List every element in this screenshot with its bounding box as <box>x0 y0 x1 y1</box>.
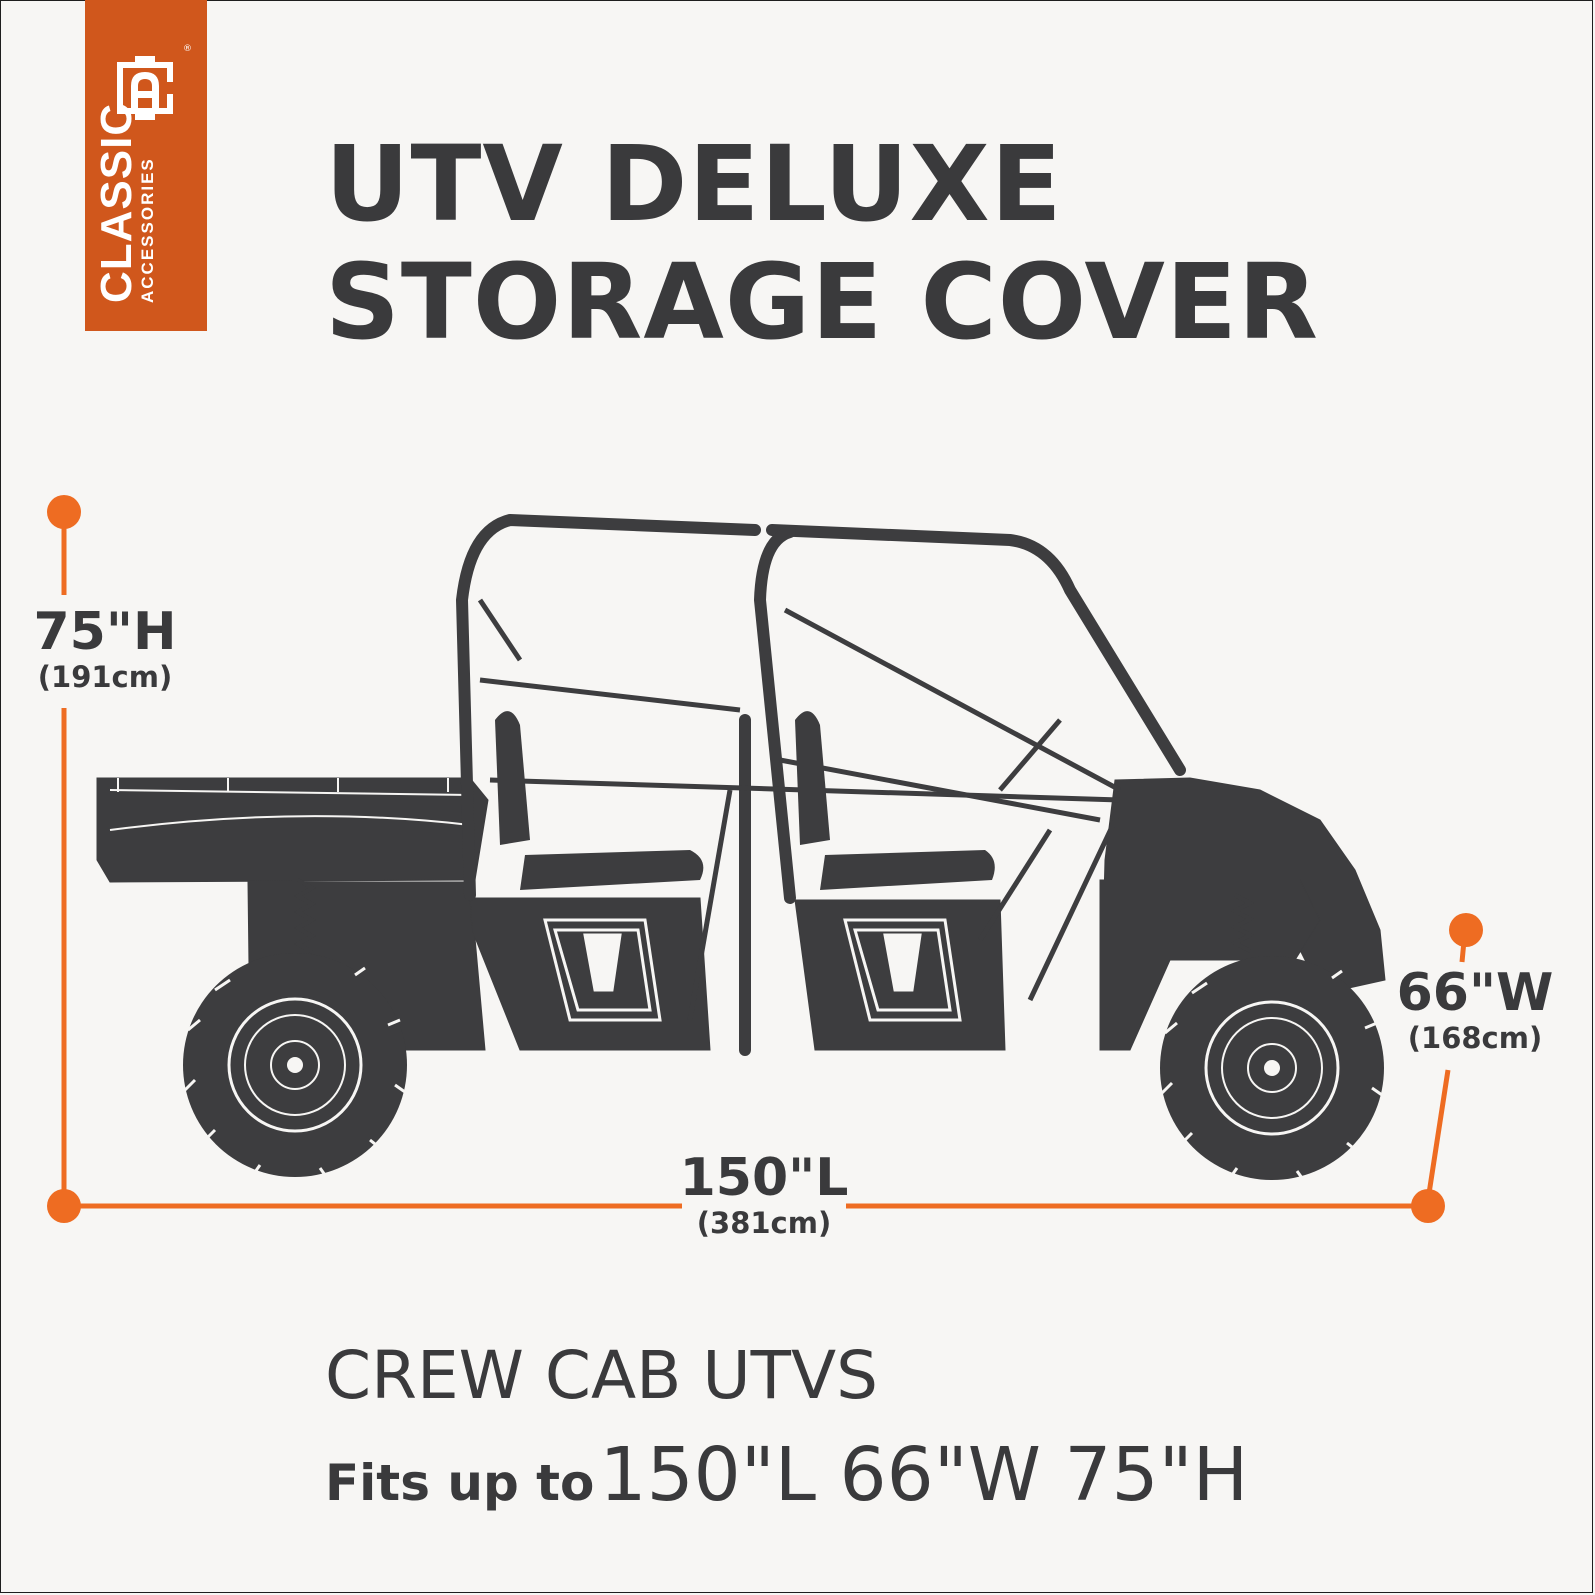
length-value: 150"L <box>679 1148 849 1208</box>
classic-accessories-logo-icon <box>117 56 173 120</box>
height-dimension-label: 75"H (191cm) <box>30 604 180 694</box>
width-dimension-label: 66"W (168cm) <box>1385 965 1565 1055</box>
width-metric: (168cm) <box>1407 1021 1543 1055</box>
front-wheel <box>1160 956 1384 1180</box>
cargo-bed-details <box>109 778 471 831</box>
product-title-line2: STORAGE COVER <box>325 241 1319 363</box>
rear-wheel <box>183 953 407 1177</box>
product-title: UTV DELUXE STORAGE COVER <box>325 125 1319 361</box>
length-dimension-label: 150"L (381cm) <box>672 1150 856 1240</box>
dimension-endpoints <box>47 495 1483 1223</box>
product-title-line1: UTV DELUXE <box>325 123 1063 245</box>
suspension <box>293 878 1255 954</box>
fit-dims-value: 150"L 66"W 75"H <box>599 1432 1249 1518</box>
fit-prefix: Fits up to <box>325 1454 595 1512</box>
height-value: 75"H <box>33 602 177 662</box>
brand-badge: ® CLASSIC ACCESSORIES <box>85 0 207 331</box>
seats <box>495 711 995 890</box>
registered-mark: ® <box>183 44 192 54</box>
length-metric: (381cm) <box>696 1206 832 1240</box>
width-value: 66"W <box>1396 963 1554 1023</box>
height-metric: (191cm) <box>37 660 173 694</box>
door-windows <box>543 918 962 1022</box>
fit-dimensions: Fits up to 150"L 66"W 75"H <box>325 1432 1248 1518</box>
vehicle-type-subtitle: CREW CAB UTVS <box>325 1337 879 1414</box>
roll-cage <box>456 514 1186 1056</box>
